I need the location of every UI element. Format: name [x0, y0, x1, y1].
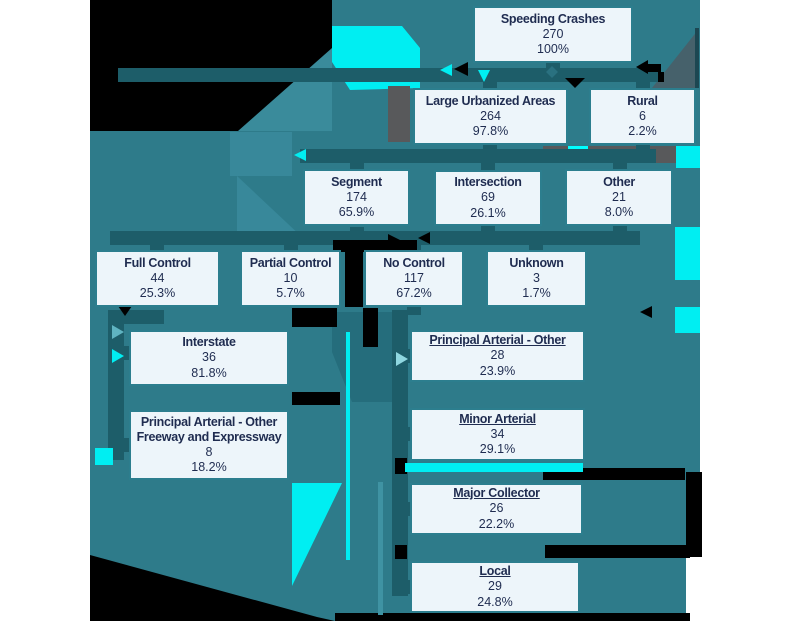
node-count: 69: [481, 190, 495, 205]
node-count: 117: [404, 270, 424, 285]
node-count: 8: [205, 445, 213, 459]
node-title: Large Urbanized Areas: [425, 93, 556, 108]
node-percent: 5.7%: [276, 286, 305, 301]
node-count: 10: [283, 270, 298, 285]
node-title: Unknown: [509, 255, 564, 270]
node-title: Major Collector: [453, 486, 540, 501]
node-percent: 26.1%: [470, 205, 506, 220]
node-count: 36: [202, 350, 216, 365]
node-percent: 2.2%: [628, 124, 657, 139]
arrowhead-glyphs: [112, 60, 664, 366]
node-title: Local: [479, 564, 511, 579]
node-count: 26: [489, 501, 504, 516]
node-title: Intersection: [454, 175, 522, 190]
node-title: Interstate: [182, 335, 236, 350]
node-percent: 29.1%: [479, 442, 516, 457]
node-percent: 81.8%: [191, 365, 227, 380]
node-count: 174: [346, 189, 367, 204]
node-percent: 8.0%: [604, 205, 634, 220]
connector-rails: [108, 62, 658, 596]
node-percent: 22.2%: [478, 516, 515, 531]
node-percent: 25.3%: [139, 286, 176, 301]
node-count: 28: [490, 348, 505, 363]
node-title: Full Control: [124, 255, 191, 270]
node-title: Segment: [331, 174, 382, 189]
node-title: Speeding Crashes: [500, 11, 606, 26]
light-edge-line: [378, 482, 383, 615]
node-title: Partial Control: [249, 255, 332, 270]
node-count: 34: [490, 426, 505, 441]
node-title: Minor Arterial: [459, 411, 536, 426]
node-count: 270: [542, 26, 564, 41]
node-count: 6: [639, 108, 646, 123]
node-count: 3: [533, 270, 540, 285]
node-count: 29: [488, 579, 502, 594]
node-count: 44: [150, 270, 165, 285]
node-percent: 1.7%: [522, 286, 551, 301]
cyan-fragments: [95, 332, 583, 586]
node-percent: 23.9%: [479, 363, 516, 378]
black-fragments: [90, 240, 702, 621]
node-count: 21: [612, 189, 626, 204]
node-percent: 100%: [537, 42, 569, 57]
node-percent: 97.8%: [472, 124, 509, 139]
node-title: Rural: [627, 93, 658, 108]
node-percent: 18.2%: [191, 460, 227, 475]
node-percent: 67.2%: [396, 286, 432, 301]
node-percent: 65.9%: [338, 205, 375, 220]
node-title: Other: [603, 174, 635, 189]
node-count: 264: [480, 108, 501, 123]
node-percent: 24.8%: [477, 594, 513, 609]
node-title: Principal Arterial - Other: [429, 333, 566, 348]
node-title: No Control: [383, 255, 445, 270]
